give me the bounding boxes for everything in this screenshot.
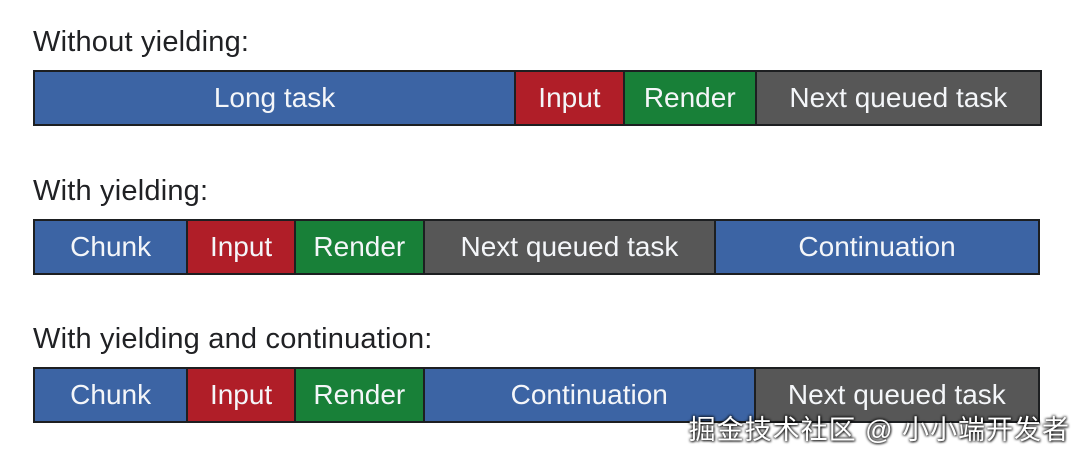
section-heading: With yielding and continuation: xyxy=(33,323,433,355)
segment-label: Continuation xyxy=(510,379,668,410)
task-segment-chunk: Chunk xyxy=(33,219,189,275)
diagram-content: Without yielding: Long task Input Render… xyxy=(33,25,1048,423)
segment-label: Input xyxy=(209,231,273,262)
task-segment-next-queued-task: Next queued task xyxy=(422,219,717,275)
segment-label: Render xyxy=(313,231,406,262)
task-segment-next-queued-task: Next queued task xyxy=(754,70,1042,126)
segment-label: Input xyxy=(209,379,273,410)
segment-label: Chunk xyxy=(70,231,152,262)
task-segment-render: Render xyxy=(293,219,425,275)
section-heading: Without yielding: xyxy=(33,26,250,58)
segment-label: Next queued task xyxy=(460,231,679,262)
task-segment-chunk: Chunk xyxy=(33,367,189,423)
section-without-yielding: Without yielding: Long task Input Render… xyxy=(33,25,1048,126)
segment-label: Long task xyxy=(213,82,336,113)
task-segment-continuation: Continuation xyxy=(714,219,1040,275)
task-segment-long-task: Long task xyxy=(33,70,517,126)
task-segment-render: Render xyxy=(622,70,757,126)
task-segment-input: Input xyxy=(186,219,296,275)
section-with-yielding-and-continuation: With yielding and continuation: Chunk In… xyxy=(33,322,1048,423)
task-segment-continuation: Continuation xyxy=(422,367,756,423)
section-heading: With yielding: xyxy=(33,175,209,207)
task-segment-next-queued-task: Next queued task xyxy=(753,367,1040,423)
segment-label: Next queued task xyxy=(789,82,1008,113)
segment-label: Chunk xyxy=(70,379,152,410)
segment-label: Next queued task xyxy=(787,379,1006,410)
timeline-bar: Long task Input Render Next queued task xyxy=(33,70,1048,126)
timeline-bar: Chunk Input Render Next queued task Cont… xyxy=(33,219,1048,275)
segment-label: Input xyxy=(538,82,601,113)
section-with-yielding: With yielding: Chunk Input Render Next q… xyxy=(33,174,1048,275)
timeline-bar: Chunk Input Render Continuation Next que… xyxy=(33,367,1048,423)
task-segment-input: Input xyxy=(514,70,625,126)
task-segment-render: Render xyxy=(293,367,425,423)
segment-label: Render xyxy=(313,379,406,410)
segment-label: Continuation xyxy=(798,231,956,262)
segment-label: Render xyxy=(643,82,736,113)
task-segment-input: Input xyxy=(186,367,296,423)
